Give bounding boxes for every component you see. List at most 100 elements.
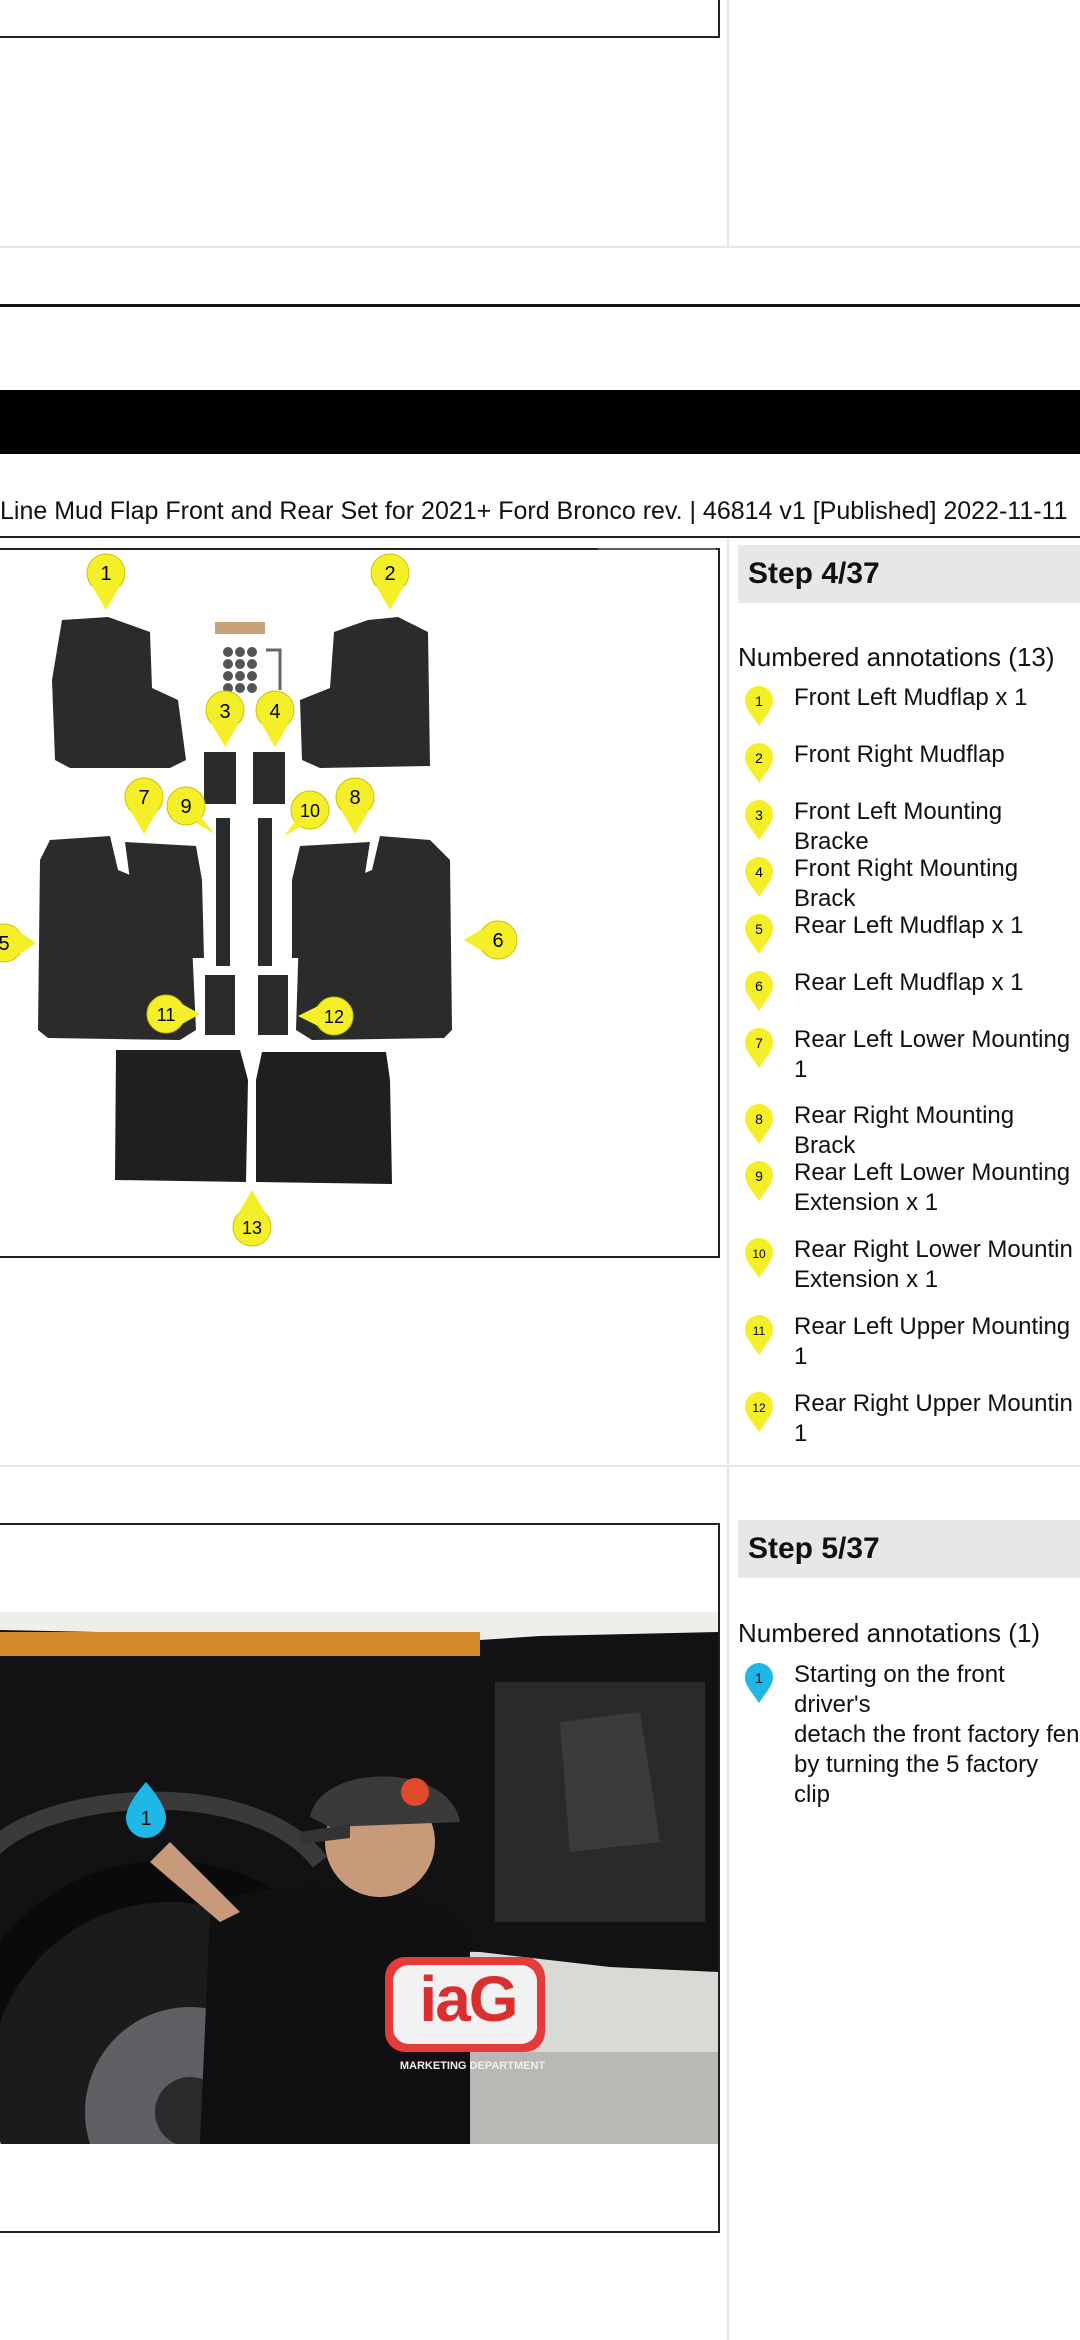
step4-title: Step 4/37 [738, 545, 1080, 603]
hardware-kit [215, 622, 282, 693]
yellow-pin-icon: 4 [745, 857, 773, 897]
list-item: 5 Rear Left Mudflap x 1 [738, 911, 1080, 968]
svg-text:12: 12 [752, 1401, 766, 1415]
divider-1 [0, 246, 1080, 248]
list-item: 2 Front Right Mudflap [738, 740, 1080, 797]
svg-text:3: 3 [755, 807, 763, 823]
svg-text:7: 7 [138, 787, 149, 809]
svg-text:1: 1 [755, 1670, 763, 1686]
svg-text:10: 10 [752, 1247, 766, 1261]
list-item: 1 Starting on the front driver's detach … [738, 1660, 1080, 1810]
step4-parts-illustration [38, 548, 716, 1184]
annotation-text: Rear Left Mudflap x 1 [794, 969, 1024, 996]
previous-step-image-frame [0, 0, 720, 38]
callout-10: 10 [284, 790, 330, 836]
yellow-pin-icon: 7 [745, 1028, 773, 1068]
svg-text:7: 7 [755, 1035, 763, 1051]
column-divider-step4 [727, 538, 729, 1464]
yellow-pin-icon: 2 [745, 743, 773, 783]
callout-8: 8 [335, 777, 375, 834]
annotation-text: Rear Left Upper Mounting 1 [794, 1313, 1071, 1370]
list-item: 3 Front Left Mounting Bracke [738, 797, 1080, 855]
svg-text:10: 10 [300, 801, 320, 821]
rear-right-mudflap [296, 836, 452, 1040]
svg-text:12: 12 [324, 1007, 344, 1027]
yellow-pin-icon: 1 [745, 686, 773, 726]
svg-text:1: 1 [100, 563, 111, 585]
document-header: Line Mud Flap Front and Rear Set for 202… [0, 497, 1068, 525]
annotation-text: Rear Left Lower Mounting 1 [794, 1026, 1071, 1083]
yellow-pin-icon: 6 [745, 971, 773, 1011]
yellow-pin-icon: 11 [745, 1315, 773, 1355]
step4-annotations-heading: Numbered annotations (13) [738, 642, 1055, 672]
svg-text:6: 6 [755, 978, 763, 994]
shirt-text: MARKETING DEPARTMENT [399, 2060, 546, 2072]
shirt-logo: iaG [419, 1963, 518, 2035]
svg-text:9: 9 [180, 796, 191, 818]
callout-6: 6 [464, 920, 518, 960]
list-item: 6 Rear Left Mudflap x 1 [738, 968, 1080, 1025]
svg-text:2: 2 [755, 750, 763, 766]
callout-4: 4 [255, 690, 295, 747]
annotation-text: Rear Right Lower Mountin Extension x 1 [794, 1236, 1073, 1293]
svg-text:11: 11 [157, 1005, 176, 1025]
front-left-mudflap [52, 617, 186, 768]
annotation-text: Front Left Mudflap x 1 [794, 684, 1028, 711]
callout-7: 7 [124, 777, 164, 834]
annotation-text: Front Right Mounting Brack [794, 855, 1019, 912]
page-break-line [0, 304, 1080, 307]
svg-text:8: 8 [349, 787, 360, 809]
divider-2 [0, 1465, 1080, 1467]
annotation-text: Rear Right Upper Mountin 1 [794, 1390, 1073, 1447]
rear-left-mudflap [38, 836, 196, 1040]
svg-text:5: 5 [755, 921, 763, 937]
svg-text:6: 6 [492, 930, 503, 952]
svg-text:9: 9 [755, 1168, 763, 1184]
annotation-text: Rear Right Mounting Brack [794, 1102, 1015, 1159]
svg-text:4: 4 [269, 701, 280, 723]
yellow-pin-icon: 9 [745, 1161, 773, 1201]
yellow-pin-icon: 3 [745, 800, 773, 840]
list-item: 10 Rear Right Lower Mountin Extension x … [738, 1235, 1080, 1312]
splash-mat-left [115, 1050, 248, 1182]
annotation-text: Starting on the front driver's detach th… [794, 1661, 1080, 1808]
svg-text:2: 2 [384, 563, 395, 585]
step5-photo: iaG MARKETING DEPARTMENT [0, 1612, 718, 2144]
list-item: 11 Rear Left Upper Mounting 1 [738, 1312, 1080, 1389]
blue-pin-icon: 1 [745, 1663, 773, 1703]
svg-text:11: 11 [753, 1324, 766, 1338]
svg-text:13: 13 [242, 1218, 262, 1238]
page-header-band [0, 390, 1080, 454]
person-shirt [200, 1887, 470, 2144]
svg-text:4: 4 [755, 864, 763, 880]
callout-3: 3 [205, 690, 245, 747]
svg-text:5: 5 [0, 933, 10, 955]
splash-mat-right [256, 1052, 392, 1184]
callout-2: 2 [370, 553, 410, 610]
yellow-pin-icon: 10 [745, 1238, 773, 1278]
yellow-pin-icon: 12 [745, 1392, 773, 1432]
list-item: 1 Front Left Mudflap x 1 [738, 683, 1080, 740]
list-item: 7 Rear Left Lower Mounting 1 [738, 1025, 1080, 1101]
list-item: 4 Front Right Mounting Brack [738, 854, 1080, 912]
step4-callouts: 1 2 3 4 5 6 7 8 9 10 11 12 13 [0, 553, 518, 1247]
callout-13: 13 [232, 1190, 272, 1247]
list-item: 8 Rear Right Mounting Brack [738, 1101, 1080, 1159]
annotation-text: Front Left Mounting Bracke [794, 798, 1003, 855]
step5-annotations-heading: Numbered annotations (1) [738, 1618, 1041, 1648]
front-right-mudflap [300, 617, 430, 768]
annotation-text: Front Right Mudflap [794, 741, 1005, 768]
annotation-text: Rear Left Lower Mounting Extension x 1 [794, 1159, 1071, 1216]
column-divider-top [727, 0, 729, 246]
list-item: 12 Rear Right Upper Mountin 1 [738, 1389, 1080, 1463]
yellow-pin-icon: 5 [745, 914, 773, 954]
list-item: 9 Rear Left Lower Mounting Extension x 1 [738, 1158, 1080, 1235]
column-divider-step5 [727, 1467, 729, 2340]
step4-annotation-list: 1 Front Left Mudflap x 1 2 Front Right M… [738, 683, 1080, 1463]
callout-1: 1 [86, 553, 126, 610]
annotation-text: Rear Left Mudflap x 1 [794, 912, 1024, 939]
callout-5: 5 [0, 923, 36, 963]
step5-annotation-list: 1 Starting on the front driver's detach … [738, 1660, 1080, 1810]
svg-text:3: 3 [219, 701, 230, 723]
svg-text:8: 8 [755, 1111, 763, 1127]
